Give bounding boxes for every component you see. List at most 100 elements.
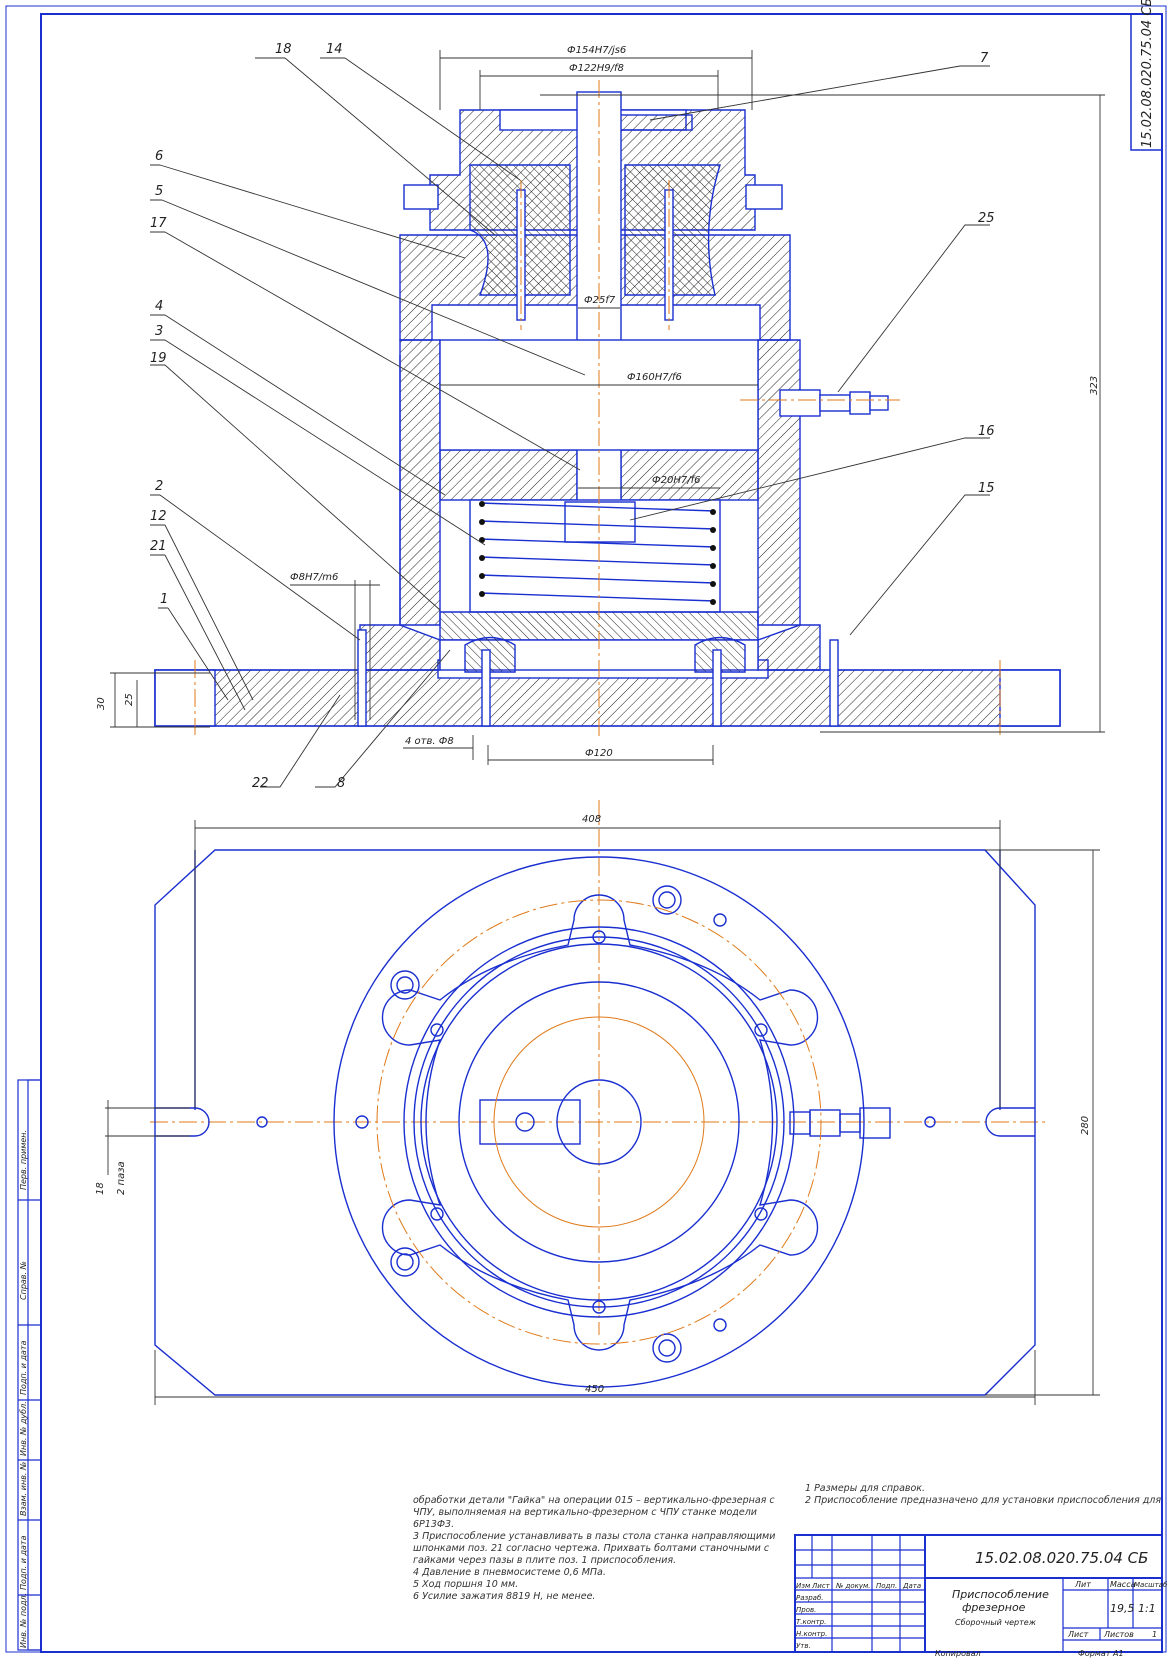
note-right-line-1: 1 Размеры для справок. [805, 1483, 926, 1494]
spring-coils [479, 502, 716, 602]
side-label-4: Инв. № дубл. [19, 1401, 28, 1456]
tb-doc-type: Сборочный чертеж [955, 1618, 1037, 1627]
note-line-3: 6Р13Ф3. [413, 1519, 455, 1530]
rod-boss [556, 1079, 642, 1165]
callout-3: 3 [155, 324, 163, 339]
bolt-circle [376, 899, 822, 1345]
dim-d120: Ф120 [585, 748, 613, 759]
tb-row-prov: Пров. [796, 1606, 816, 1614]
notes-right: 1 Размеры для справок. 2 Приспособление … [805, 1483, 1161, 1507]
clamp-plate-outline [381, 894, 819, 1351]
dim-h323: 323 [1089, 376, 1100, 395]
dim-d160: Ф160H7/f6 [627, 372, 682, 383]
flange-outer-circle [333, 856, 865, 1388]
tb-col-lit: Лит [1074, 1580, 1091, 1589]
callout-14: 14 [326, 42, 343, 57]
side-stamp [17, 1079, 42, 1651]
note-line-2: ЧПУ, выполняемая на вертикально-фрезерно… [413, 1507, 757, 1518]
dim-h280: 280 [1080, 1116, 1091, 1135]
tb-mass: 19,5 [1110, 1602, 1135, 1615]
note-line-7: 4 Давление в пневмосистеме 0,6 МПа. [413, 1567, 606, 1578]
callout-19: 19 [150, 351, 167, 366]
side-label-5: Взам. инв. № [19, 1462, 28, 1516]
tb-sheets-count: 1 [1152, 1630, 1157, 1639]
dim-d25: Ф25f7 [584, 295, 616, 306]
callout-7: 7 [980, 51, 989, 66]
dim-d122: Ф122H9/f8 [569, 63, 624, 74]
side-label-3: Подп. и дата [19, 1340, 28, 1395]
note-line-6: гайками через пазы в плите поз. 1 приспо… [413, 1555, 677, 1566]
center-lines [150, 80, 1045, 1335]
side-stamp-labels: Перв. примен. Справ. № Подп. и дата Инв.… [19, 1130, 28, 1648]
tb-sheets-label: Листов [1103, 1630, 1134, 1639]
plan-fitting [789, 1107, 891, 1139]
housing-body [359, 355, 441, 671]
dimension-lines [105, 50, 1105, 1405]
tb-designation: 15.02.08.020.75.04 СБ [975, 1549, 1148, 1567]
side-label-6: Подп. и дата [19, 1535, 28, 1590]
callout-2: 2 [155, 479, 163, 494]
dim-d154: Ф154H7/js6 [567, 45, 626, 56]
title-block-text: 15.02.08.020.75.04 СБ Приспособление фре… [796, 1549, 1168, 1650]
callout-8: 8 [337, 776, 345, 791]
dim-d20: Ф20H7/f6 [652, 475, 700, 486]
dim-w408: 408 [582, 814, 601, 825]
tb-row-ndoc: № докум. [835, 1582, 871, 1590]
tb-sheet-label: Лист [1067, 1630, 1089, 1639]
callout-16: 16 [978, 424, 995, 439]
callout-12: 12 [150, 509, 167, 524]
dim-w450: 450 [585, 1384, 604, 1395]
tb-col-scale: Масштаб [1134, 1581, 1168, 1589]
note-line-8: 5 Ход поршня 10 мм. [413, 1579, 519, 1590]
callout-1: 1 [160, 592, 168, 607]
callout-25: 25 [978, 211, 995, 226]
corner-code-text: 15.02.08.020.75.04 СБ [1140, 0, 1155, 148]
side-label-1: Перв. примен. [19, 1130, 28, 1190]
side-label-7: Инв. № подл. [19, 1593, 28, 1648]
footer-format: Формат А1 [1078, 1649, 1124, 1658]
note-line-9: 6 Усилие зажатия 8819 Н, не менее. [413, 1591, 596, 1602]
callout-6: 6 [155, 149, 163, 164]
air-fitting [779, 389, 889, 417]
drawing-frame [40, 13, 1163, 1653]
dim-h25: 25 [124, 693, 135, 706]
callout-21: 21 [150, 539, 167, 554]
tb-scale: 1:1 [1138, 1602, 1156, 1615]
dim-slot-note: 2 паза [116, 1161, 127, 1195]
corner-code-box: 15.02.08.020.75.04 СБ [1130, 0, 1163, 151]
callout-18: 18 [275, 42, 292, 57]
note-line-1: обработки детали "Гайка" на операции 015… [413, 1495, 775, 1506]
tb-row-izm: Изм [796, 1582, 811, 1590]
nut [564, 501, 636, 543]
callout-15: 15 [978, 481, 995, 496]
note-line-5: шпонками поз. 21 согласно чертежа. Прихв… [413, 1543, 770, 1554]
tb-row-tkontr: Т.контр. [796, 1618, 826, 1626]
tb-row-podp: Подп. [876, 1582, 897, 1590]
note-right-line-2: 2 Приспособление предназначено для устан… [805, 1495, 1162, 1506]
tb-row-razrab: Разраб. [796, 1594, 824, 1602]
tb-row-nkontr: Н.контр. [796, 1630, 827, 1638]
title-block [794, 1534, 1163, 1653]
callout-17: 17 [150, 216, 167, 231]
tb-row-date: Дата [902, 1582, 921, 1590]
dim-h30: 30 [96, 697, 107, 710]
spring-dots [479, 501, 716, 605]
dim-holes: 4 отв. Ф8 [405, 736, 454, 747]
tb-name-line2: фрезерное [962, 1601, 1026, 1614]
section-view [154, 91, 1061, 727]
note-line-4: 3 Приспособление устанавливать в пазы ст… [413, 1531, 776, 1542]
side-label-2: Справ. № [19, 1261, 28, 1300]
dim-d8: Ф8H7/m6 [290, 572, 338, 583]
callout-22: 22 [252, 776, 269, 791]
tb-col-mass: Масса [1110, 1580, 1136, 1589]
dim-slot18: 18 [95, 1182, 106, 1195]
callout-numbers: 18 14 7 6 5 17 4 3 19 2 12 21 1 22 8 25 … [150, 42, 995, 791]
tb-name-line1: Приспособление [952, 1588, 1049, 1601]
tb-row-list: Лист [811, 1582, 831, 1590]
callout-4: 4 [155, 299, 163, 314]
footer-copied: Копировал [935, 1649, 981, 1658]
tb-row-utv: Утв. [796, 1642, 811, 1650]
leader-lines [150, 57, 990, 788]
notes-left: обработки детали "Гайка" на операции 015… [413, 1495, 775, 1603]
